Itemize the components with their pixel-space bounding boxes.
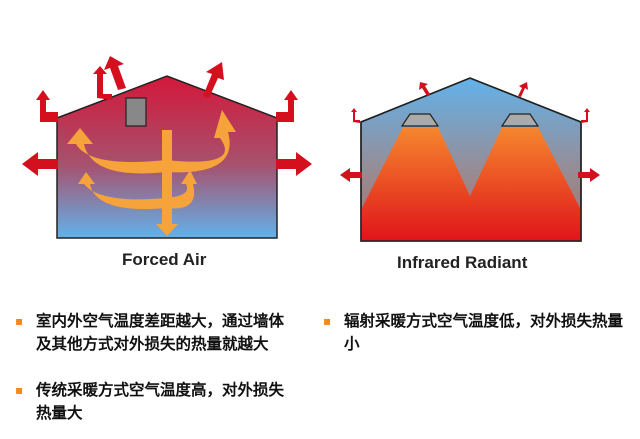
- bullet-text: 辐射采暖方式空气温度低，对外损失热量小: [344, 312, 624, 353]
- bullet-text: 传统采暖方式空气温度高，对外损失热量大: [36, 381, 285, 422]
- heating-comparison-diagram: [22, 56, 600, 242]
- infrared-heater-icon: [500, 113, 540, 127]
- bullet-item: ▪ 室内外空气温度差距越大，通过墙体及其他方式对外损失的热量就越大: [15, 310, 298, 355]
- infrared-heater-icon: [400, 113, 440, 127]
- bullet-marker: ▪: [323, 314, 332, 328]
- infrared-radiant-caption: Infrared Radiant: [397, 253, 528, 272]
- furnace-icon: [125, 97, 147, 127]
- heat-loss-arrows-icon: [340, 82, 600, 182]
- bullet-marker: ▪: [15, 383, 24, 397]
- forced-air-caption: Forced Air: [122, 250, 207, 269]
- bullet-item: ▪ 辐射采暖方式空气温度低，对外损失热量小: [323, 310, 626, 355]
- bullet-marker: ▪: [15, 314, 24, 328]
- heat-loss-arrows-icon: [22, 56, 312, 176]
- bullet-item: ▪ 传统采暖方式空气温度高，对外损失热量大: [15, 379, 298, 424]
- infrared-radiant-house: [340, 77, 600, 242]
- warm-air-arrows-icon: [67, 110, 236, 236]
- bullet-text: 室内外空气温度差距越大，通过墙体及其他方式对外损失的热量就越大: [36, 312, 285, 353]
- forced-air-house: [22, 56, 312, 239]
